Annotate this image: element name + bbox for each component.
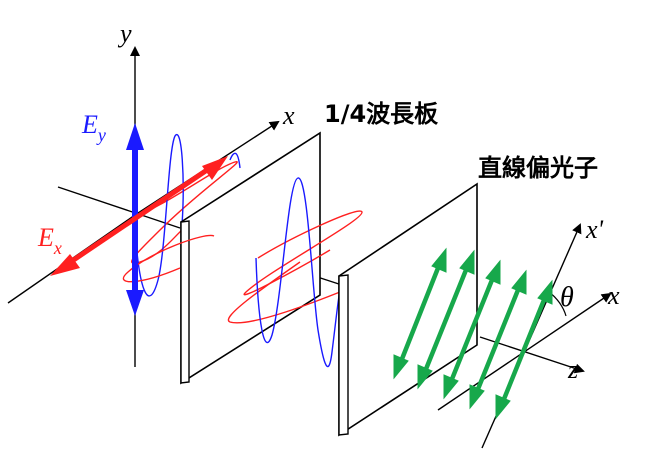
quarter-wave-plate-label: 1/4波長板 xyxy=(324,100,439,128)
x-axis-label-2: x xyxy=(607,281,620,310)
ey-arrow xyxy=(126,123,144,316)
ey-wave-incident xyxy=(134,133,184,297)
polarizer-arrow-4 xyxy=(469,269,527,410)
polarizer-arrow-1 xyxy=(393,247,447,380)
x-prime-label: x' xyxy=(585,215,604,244)
ey-wave-between xyxy=(255,177,341,368)
ey-label: Ey xyxy=(81,110,106,145)
z-axis-label: z xyxy=(567,355,578,384)
theta-label: θ xyxy=(560,282,574,313)
quarter-wave-plate-edge xyxy=(180,220,190,384)
linear-polarizer-edge xyxy=(338,274,349,436)
ex-wave-between-2 xyxy=(122,234,215,283)
ey-wave-incident-tip xyxy=(229,152,241,169)
polarizer-arrow-2 xyxy=(417,249,475,390)
polarizer-transmission-arrows xyxy=(393,247,553,420)
x-axis-label-1: x xyxy=(282,101,295,130)
y-axis-label: y xyxy=(117,19,132,48)
ex-arrow xyxy=(50,156,228,276)
polarizer-arrow-3 xyxy=(443,259,501,400)
polarizer-arrow-5 xyxy=(495,279,553,420)
linear-polarizer-label: 直線偏光子 xyxy=(478,154,598,182)
z-axis-segment-1 xyxy=(57,186,181,229)
ex-wave-between-3 xyxy=(227,261,346,324)
ex-label: Ex xyxy=(37,223,62,258)
